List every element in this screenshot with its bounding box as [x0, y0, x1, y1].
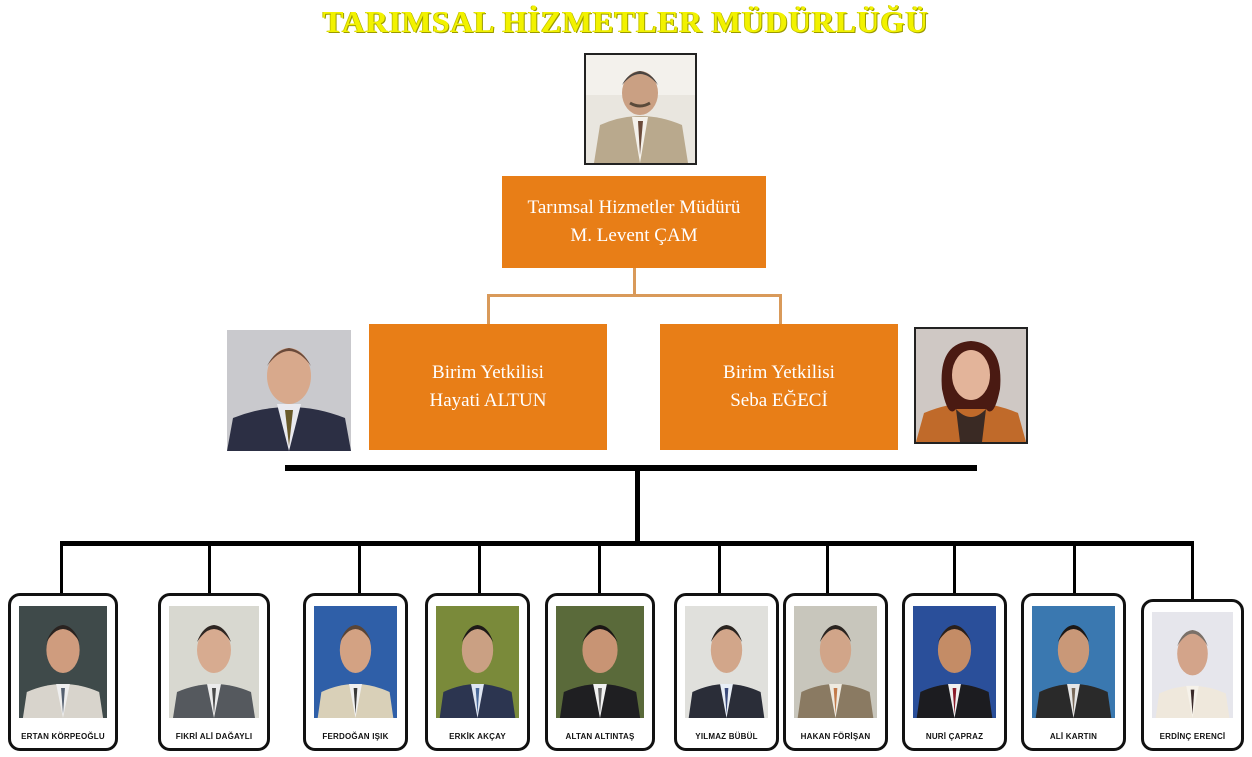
staff-photo [1032, 606, 1115, 718]
staff-trunk [635, 471, 640, 545]
staff-name: HAKAN FÖRİŞAN [800, 732, 871, 741]
director-name: M. Levent ÇAM [570, 225, 698, 246]
staff-name: ERDİNÇ ERENCİ [1159, 732, 1226, 741]
staff-drop-2 [208, 541, 211, 595]
staff-photo [314, 606, 397, 718]
director-connector [633, 268, 636, 294]
staff-name: NURİ ÇAPRAZ [925, 732, 984, 741]
unit-head-name-1: Hayati ALTUN [429, 390, 547, 411]
staff-name: ERTAN KÖRPEOĞLU [21, 732, 105, 741]
staff-drop-3 [358, 541, 361, 595]
director-box: Tarımsal Hizmetler Müdürü M. Levent ÇAM [502, 176, 766, 268]
staff-card: FERDOĞAN IŞIK [303, 593, 408, 751]
staff-drop-5 [598, 541, 601, 595]
unit-head-photo-2 [914, 327, 1028, 444]
staff-drop-9 [1073, 541, 1076, 595]
staff-top-bar [285, 465, 977, 471]
staff-photo [169, 606, 259, 718]
unit-head-photo-1 [227, 330, 351, 451]
staff-photo [1152, 612, 1233, 718]
staff-drop-7 [826, 541, 829, 595]
staff-name: ALTAN ALTINTAŞ [565, 732, 635, 741]
unit-head-box-1: Birim Yetkilisi Hayati ALTUN [369, 324, 607, 450]
staff-card: ALİ KARTIN [1021, 593, 1126, 751]
unit-head-right-connector [779, 294, 782, 324]
staff-card: YILMAZ BÜBÜL [674, 593, 779, 751]
unit-heads-connector [487, 294, 782, 297]
staff-name: FIKRİ ALİ DAĞAYLI [175, 732, 253, 741]
staff-photo [913, 606, 996, 718]
unit-head-name-2: Seba EĞECİ [730, 390, 828, 411]
staff-photo [556, 606, 644, 718]
staff-drop-8 [953, 541, 956, 595]
staff-drop-4 [478, 541, 481, 595]
staff-photo [436, 606, 519, 718]
staff-photo [794, 606, 877, 718]
staff-drop-6 [718, 541, 721, 595]
staff-card: NURİ ÇAPRAZ [902, 593, 1007, 751]
director-photo [584, 53, 697, 165]
staff-name: YILMAZ BÜBÜL [695, 732, 758, 741]
unit-head-left-connector [487, 294, 490, 324]
unit-head-role-2: Birim Yetkilisi [723, 362, 835, 383]
unit-head-role-1: Birim Yetkilisi [432, 362, 544, 383]
director-role: Tarımsal Hizmetler Müdürü [527, 197, 741, 218]
staff-drop-1 [60, 541, 63, 595]
staff-horizontal-bar [61, 541, 1194, 546]
staff-photo [685, 606, 768, 718]
chart-title: TARIMSAL HİZMETLER MÜDÜRLÜĞÜ [322, 4, 930, 39]
staff-name: FERDOĞAN IŞIK [322, 732, 389, 741]
unit-head-box-2: Birim Yetkilisi Seba EĞECİ [660, 324, 898, 450]
staff-card: ALTAN ALTINTAŞ [545, 593, 655, 751]
staff-name: ALİ KARTIN [1049, 732, 1098, 741]
staff-photo [19, 606, 107, 718]
staff-card: ERKİK AKÇAY [425, 593, 530, 751]
staff-card: ERDİNÇ ERENCİ [1141, 599, 1244, 751]
staff-name: ERKİK AKÇAY [449, 732, 506, 741]
staff-card: FIKRİ ALİ DAĞAYLI [158, 593, 270, 751]
staff-card: HAKAN FÖRİŞAN [783, 593, 888, 751]
staff-drop-10 [1191, 541, 1194, 601]
staff-card: ERTAN KÖRPEOĞLU [8, 593, 118, 751]
